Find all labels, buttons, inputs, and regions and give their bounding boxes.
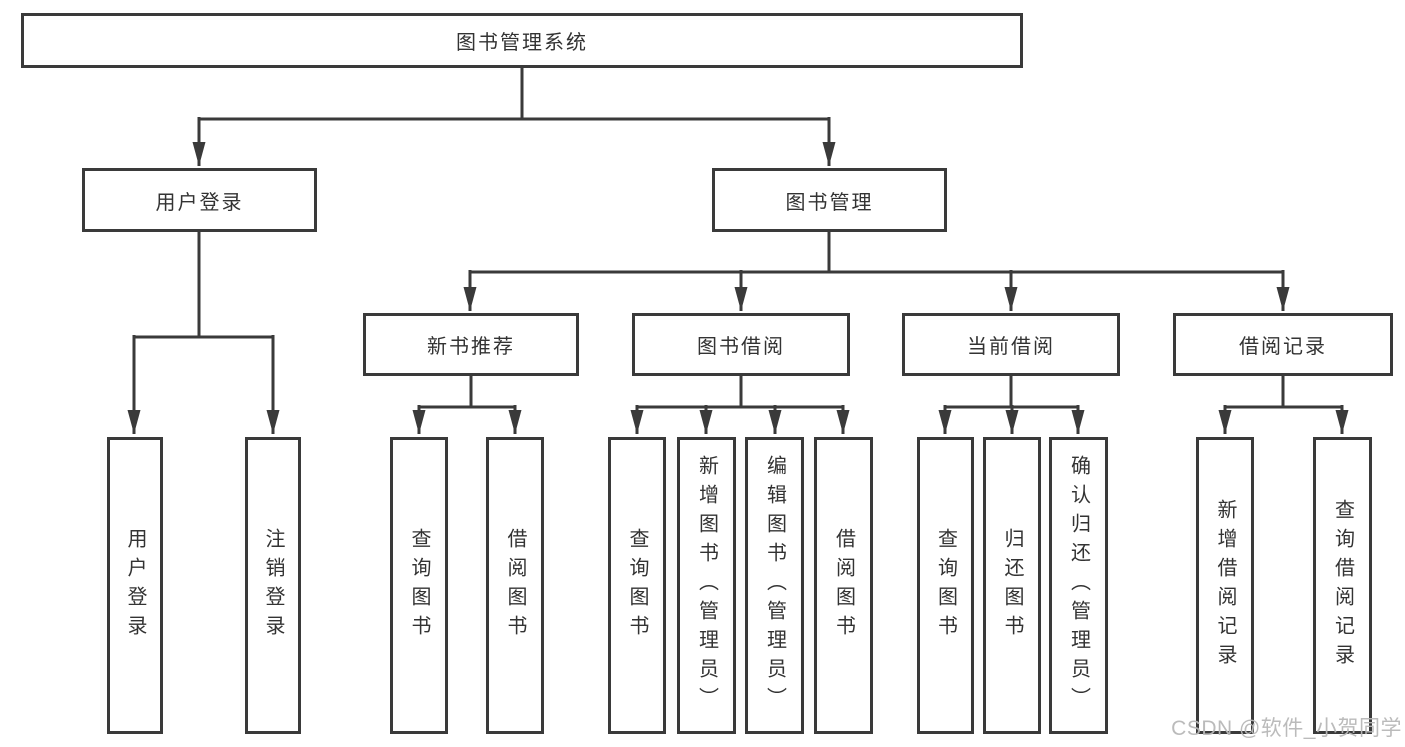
node-label: 借阅记录	[1239, 336, 1327, 358]
node-label: 新书推荐	[427, 336, 515, 358]
leaf-return-books: 归还图书	[983, 437, 1041, 734]
node-label: 查询图书	[934, 527, 957, 644]
node-library-management-system: 图书管理系统	[21, 13, 1023, 68]
leaf-confirm-return-admin: 确认归还（管理员）	[1049, 437, 1108, 734]
leaf-borrow-books: 借阅图书	[814, 437, 873, 734]
leaf-logout: 注销登录	[245, 437, 301, 734]
node-label: 新增借阅记录	[1214, 498, 1236, 673]
node-label: 用户登录	[124, 527, 146, 644]
leaf-edit-books-admin: 编辑图书（管理员）	[745, 437, 804, 734]
node-book-borrow: 图书借阅	[632, 313, 850, 376]
leaf-query-books: 查询图书	[390, 437, 448, 734]
node-label: 用户登录	[155, 191, 244, 214]
leaf-borrow-books: 借阅图书	[486, 437, 544, 734]
node-label: 查询借阅记录	[1331, 498, 1354, 673]
leaf-query-books: 查询图书	[608, 437, 666, 734]
node-borrow-records: 借阅记录	[1173, 313, 1393, 376]
node-label: 借阅图书	[504, 527, 526, 644]
node-label: 图书管理系统	[456, 32, 588, 54]
node-label: 借阅图书	[832, 527, 855, 644]
node-current-borrow: 当前借阅	[902, 313, 1120, 376]
node-label: 归还图书	[1001, 527, 1023, 644]
node-label: 查询图书	[408, 527, 430, 644]
node-user-login: 用户登录	[82, 168, 317, 232]
node-book-management: 图书管理	[712, 168, 947, 232]
leaf-query-borrow-record: 查询借阅记录	[1313, 437, 1372, 734]
node-label: 查询图书	[626, 527, 648, 644]
leaf-user-login: 用户登录	[107, 437, 163, 734]
csdn-watermark: CSDN @软件_小贺同学	[1171, 717, 1402, 740]
node-label: 新增图书（管理员）	[695, 455, 718, 716]
leaf-add-borrow-record: 新增借阅记录	[1196, 437, 1254, 734]
node-label: 当前借阅	[967, 336, 1055, 358]
leaf-query-books: 查询图书	[917, 437, 974, 734]
node-label: 确认归还（管理员）	[1067, 455, 1090, 716]
node-label: 图书借阅	[697, 336, 785, 358]
node-label: 编辑图书（管理员）	[763, 455, 786, 716]
node-new-book-recommend: 新书推荐	[363, 313, 579, 376]
node-label: 图书管理	[785, 191, 874, 214]
node-label: 注销登录	[262, 527, 284, 644]
leaf-add-books-admin: 新增图书（管理员）	[677, 437, 736, 734]
